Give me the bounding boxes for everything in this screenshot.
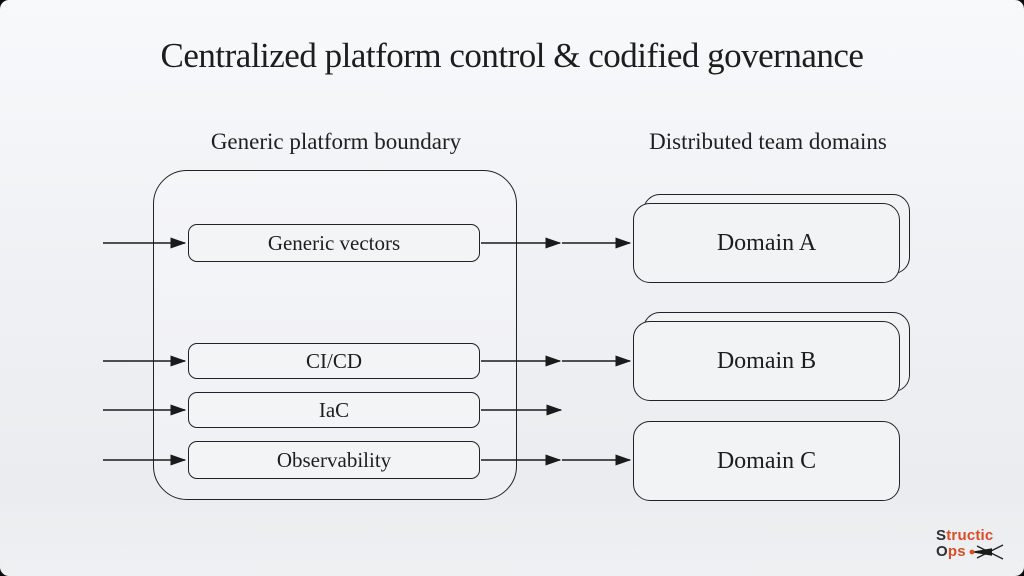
platform-box-label: IaC (318, 397, 350, 422)
domain-label: Domain B (716, 347, 817, 374)
domain-card-a-front: Domain A (633, 203, 900, 283)
platform-box-label: Generic vectors (267, 230, 401, 255)
domain-card-c: Domain C (633, 421, 910, 511)
platform-box-iac: IaC (188, 392, 480, 428)
domain-label: Domain C (716, 447, 817, 474)
logo-word1-rest: tructic (946, 527, 994, 544)
platform-box-cicd: CI/CD (188, 343, 480, 379)
domain-card-b: Domain B (633, 312, 910, 402)
platform-section-label: Generic platform boundary (210, 129, 462, 154)
dart-icon (969, 544, 1004, 560)
platform-box-generic-vectors: Generic vectors (188, 224, 480, 262)
logo-word2-rest: ps (947, 543, 966, 560)
logo-word2-initial: O (936, 543, 948, 560)
platform-box-observability: Observability (188, 441, 480, 479)
domain-label: Domain A (716, 229, 817, 256)
slide-title: Centralized platform control & codified … (160, 36, 864, 75)
logo-word1-initial: S (936, 527, 947, 544)
platform-box-label: CI/CD (305, 348, 362, 373)
domain-card-a: Domain A (633, 194, 910, 284)
domain-card-b-front: Domain B (633, 321, 900, 401)
platform-box-label: Observability (276, 447, 392, 472)
domains-section-label: Distributed team domains (649, 129, 887, 154)
domain-card-c-front: Domain C (633, 421, 900, 501)
